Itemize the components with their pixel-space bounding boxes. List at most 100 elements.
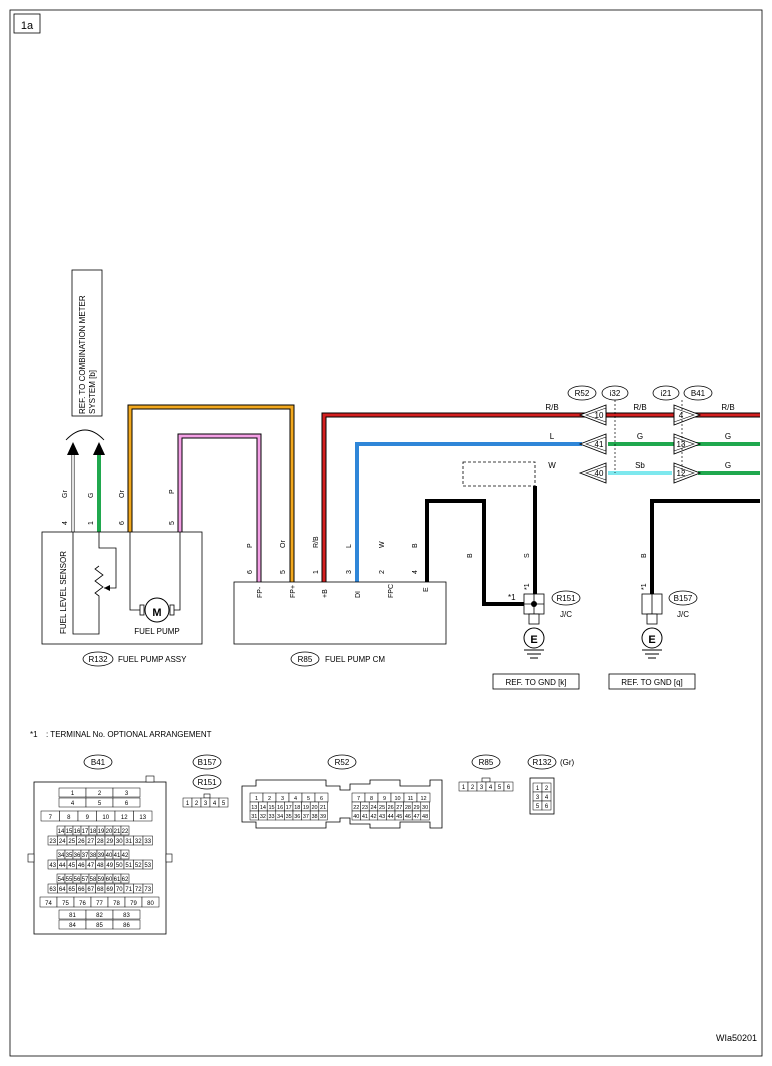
pin-number: 22 bbox=[122, 829, 129, 835]
pin-number: 4 bbox=[545, 795, 549, 801]
pin-no: 6 bbox=[119, 521, 126, 525]
pin-number: 85 bbox=[96, 923, 103, 929]
pin-number: 51 bbox=[125, 863, 132, 869]
connector-tag-r151-view bbox=[192, 774, 222, 790]
pin-no: 6 bbox=[247, 570, 254, 574]
pin-number: 26 bbox=[78, 839, 85, 845]
pin-number: 55 bbox=[66, 877, 73, 883]
pin-number: 80 bbox=[147, 901, 154, 907]
connector-id: R52 bbox=[335, 758, 350, 767]
pin-number: 36 bbox=[294, 814, 300, 820]
pin-number: 25 bbox=[379, 805, 385, 811]
component-name: FUEL PUMP CM bbox=[325, 655, 385, 664]
pin-number: 81 bbox=[69, 913, 76, 919]
pin-number: 38 bbox=[311, 814, 317, 820]
pin-number: 31 bbox=[125, 839, 132, 845]
pin-number: 5 bbox=[98, 801, 102, 807]
wire-color-label: R/B bbox=[545, 403, 558, 412]
pin-number: 37 bbox=[303, 814, 309, 820]
pin-number: 4 bbox=[294, 796, 297, 802]
pin-number: 34 bbox=[277, 814, 283, 820]
pin-number: 2 bbox=[195, 801, 199, 807]
fuel-pump-assy-box bbox=[41, 531, 203, 645]
wire-p bbox=[178, 434, 261, 582]
connector-id: B41 bbox=[91, 758, 106, 767]
wire-color-label: P bbox=[247, 543, 254, 548]
pin-number: 30 bbox=[116, 839, 123, 845]
wire-rb bbox=[322, 413, 760, 582]
pin-number: 26 bbox=[388, 805, 394, 811]
pin-number: 32 bbox=[135, 839, 142, 845]
pin-number: 23 bbox=[362, 805, 368, 811]
ref-gnd-label: REF. TO GND [q] bbox=[621, 678, 683, 687]
ref-gnd-label: REF. TO GND [k] bbox=[505, 678, 566, 687]
pin-number: 8 bbox=[67, 815, 71, 821]
pin-number: 36 bbox=[74, 853, 81, 859]
pin-number: 11 bbox=[408, 796, 414, 802]
pin-number: 13 bbox=[139, 815, 146, 821]
pin-number: 15 bbox=[268, 805, 274, 811]
pin-number: 18 bbox=[90, 829, 97, 835]
pin-number: 63 bbox=[49, 887, 56, 893]
pin-number: 42 bbox=[122, 853, 129, 859]
pin-number: 17 bbox=[82, 829, 89, 835]
pin-number: 29 bbox=[106, 839, 113, 845]
pin-number: 3 bbox=[536, 795, 540, 801]
pin-number: 12 bbox=[121, 815, 128, 821]
pin-number: 50 bbox=[116, 863, 123, 869]
pin-number: 27 bbox=[87, 839, 94, 845]
wire-color-label: B bbox=[467, 553, 474, 558]
pin-cell bbox=[120, 825, 130, 836]
pin-number: 65 bbox=[68, 887, 75, 893]
page-frame bbox=[9, 9, 763, 1057]
pin-number: 70 bbox=[116, 887, 123, 893]
pin-number: 6 bbox=[545, 804, 549, 810]
connector-id: R52 bbox=[575, 389, 590, 398]
pin-cell bbox=[120, 873, 130, 884]
wire-color-label: B bbox=[412, 543, 419, 548]
pin-number: 46 bbox=[405, 814, 411, 820]
ref-meter-line1: REF. TO COMBINATION METER bbox=[78, 295, 87, 414]
wire-color-label: G bbox=[88, 493, 95, 498]
pin-number: 79 bbox=[130, 901, 137, 907]
wire-color-label: W bbox=[548, 461, 556, 470]
ref-gnd-k-box bbox=[492, 673, 580, 690]
pin-no: 40 bbox=[595, 469, 604, 478]
connector-tag-r52-view bbox=[327, 754, 357, 770]
connector-id: B157 bbox=[674, 594, 693, 603]
wire-or bbox=[128, 405, 294, 582]
pin-number: 47 bbox=[413, 814, 419, 820]
fuel-pump-cm-box bbox=[233, 581, 447, 645]
connector-tag-b157 bbox=[668, 590, 698, 606]
connector-tag-b41-view bbox=[83, 754, 113, 770]
jc-label: J/C bbox=[560, 610, 572, 619]
pin-number: 57 bbox=[82, 877, 89, 883]
wire-color-label: G bbox=[637, 432, 643, 441]
pin-number: 30 bbox=[422, 805, 428, 811]
page-id-box bbox=[13, 13, 41, 34]
pin-number: 44 bbox=[59, 863, 66, 869]
pin-number: 74 bbox=[45, 901, 52, 907]
pin-cell bbox=[141, 896, 160, 908]
pin-number: 44 bbox=[388, 814, 394, 820]
connector-id: i32 bbox=[610, 389, 621, 398]
ref-gnd-q-box bbox=[608, 673, 696, 690]
pin-number: 28 bbox=[405, 805, 411, 811]
pin-number: 40 bbox=[106, 853, 113, 859]
wire-l bbox=[355, 442, 582, 582]
pin-number: 82 bbox=[96, 913, 103, 919]
wire-color-label: W bbox=[379, 541, 386, 548]
pin-cell bbox=[420, 810, 430, 821]
connector-id: R85 bbox=[479, 758, 494, 767]
pin-number: 77 bbox=[96, 901, 103, 907]
marker: *1 bbox=[508, 593, 516, 602]
connector-id: B157 bbox=[198, 758, 217, 767]
pin-number: 2 bbox=[471, 785, 475, 791]
pin-number: 1 bbox=[462, 785, 466, 791]
connector-id: R85 bbox=[298, 655, 313, 664]
pin-cell bbox=[142, 835, 153, 846]
terminal-name: E bbox=[423, 587, 430, 592]
pin-number: 45 bbox=[396, 814, 402, 820]
